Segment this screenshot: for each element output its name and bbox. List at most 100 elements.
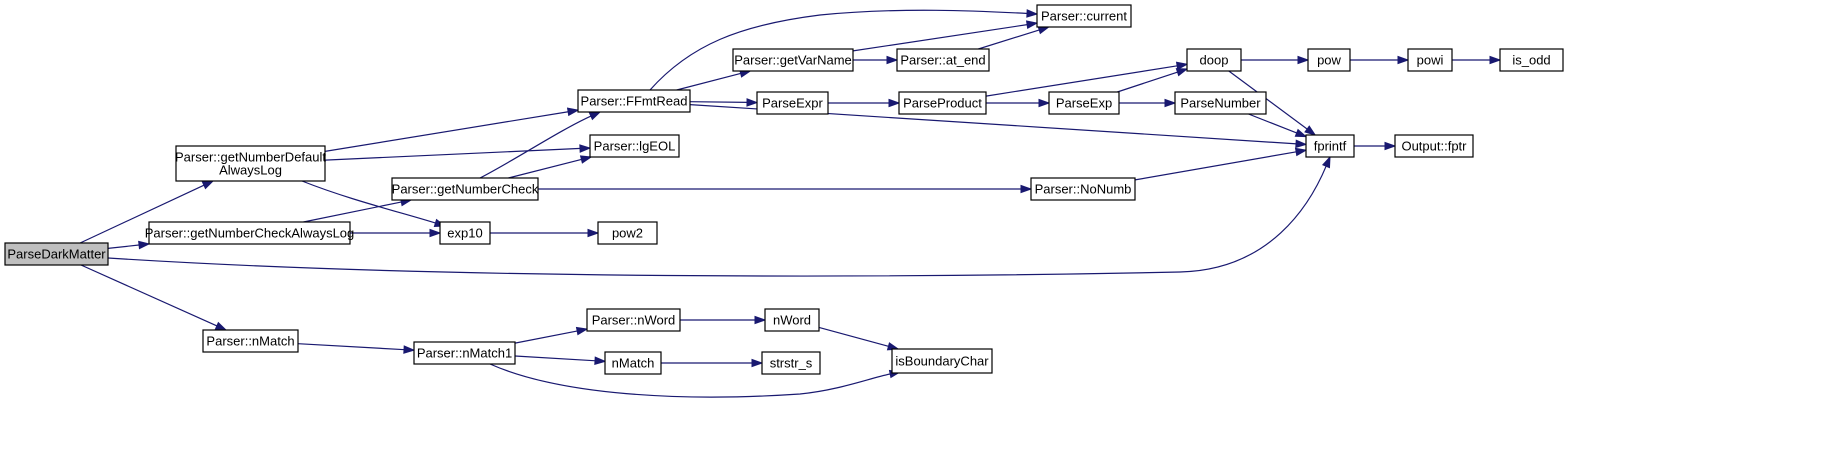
node-box[interactable] (1499, 48, 1564, 72)
node-pow2[interactable]: pow2 (597, 221, 658, 245)
call-edge-ParseNumber-to-fprintf (1248, 113, 1298, 134)
node-label: ParseExp (1056, 96, 1112, 111)
node-box[interactable] (764, 308, 820, 332)
node-box[interactable] (891, 348, 993, 374)
node-box[interactable] (1407, 48, 1453, 72)
edge-arrowhead (1020, 184, 1033, 194)
call-edge-getNumberDefaultAlwaysLog-to-FFmtRead (324, 111, 570, 152)
edge-arrowhead (886, 55, 899, 65)
node-box[interactable] (597, 221, 658, 245)
node-isBoundaryChar[interactable]: isBoundaryChar (891, 348, 993, 374)
node-box[interactable] (1048, 91, 1120, 115)
node-label: ParseNumber (1180, 96, 1261, 111)
call-edge-FFmtRead-to-current (649, 9, 1029, 91)
call-edge-getNumberCheck-to-lgEOL (508, 158, 583, 179)
node-nWordFn[interactable]: nWord (764, 308, 820, 332)
node-pow[interactable]: pow (1307, 48, 1351, 72)
node-box[interactable] (391, 177, 539, 201)
node-box[interactable] (1305, 134, 1355, 158)
node-box[interactable] (756, 91, 829, 115)
node-is_odd[interactable]: is_odd (1499, 48, 1564, 72)
call-edge-nMatch1-to-nMatchFn (514, 355, 597, 362)
node-doop[interactable]: doop (1186, 48, 1242, 72)
node-label: nMatch (612, 356, 655, 371)
node-box[interactable] (577, 89, 691, 113)
node-nMatch1[interactable]: Parser::nMatch1 (413, 341, 516, 365)
node-powi[interactable]: powi (1407, 48, 1453, 72)
edge-arrowhead (1297, 55, 1310, 65)
node-box[interactable] (1036, 4, 1132, 28)
call-edge-nMatch1-to-isBoundaryChar (489, 363, 892, 398)
edge-arrowhead (1489, 55, 1502, 65)
node-nMatch[interactable]: Parser::nMatch (202, 329, 299, 353)
edge-arrowhead (1026, 9, 1039, 18)
node-box[interactable] (761, 351, 821, 375)
node-label: Parser::nWord (592, 313, 676, 328)
call-edge-doop-to-fprintf (1228, 70, 1309, 131)
node-label: Parser::lgEOL (594, 139, 676, 154)
node-NoNumb[interactable]: Parser::NoNumb (1030, 177, 1136, 201)
node-box[interactable] (896, 48, 990, 72)
node-getNumberCheckAlwaysLog[interactable]: Parser::getNumberCheckAlwaysLog (145, 221, 355, 245)
node-box[interactable] (898, 91, 987, 115)
node-ParseExpr[interactable]: ParseExpr (756, 91, 829, 115)
node-getVarName[interactable]: Parser::getVarName (732, 48, 854, 72)
node-nMatchFn[interactable]: nMatch (604, 351, 662, 375)
node-box[interactable] (1030, 177, 1136, 201)
edge-arrowhead (594, 356, 607, 366)
edge-arrowhead (429, 228, 442, 238)
call-edge-getNumberDefaultAlwaysLog-to-exp10 (301, 180, 437, 224)
node-current[interactable]: Parser::current (1036, 4, 1132, 28)
node-label: AlwaysLog (219, 163, 282, 178)
node-label: Parser::NoNumb (1035, 182, 1132, 197)
node-getNumberCheck[interactable]: Parser::getNumberCheck (391, 177, 539, 201)
node-box[interactable] (1307, 48, 1351, 72)
edge-arrowhead (1164, 98, 1177, 108)
node-label: strstr_s (770, 356, 813, 371)
node-box[interactable] (175, 145, 326, 182)
node-exp10[interactable]: exp10 (439, 221, 491, 245)
node-box[interactable] (202, 329, 299, 353)
node-fprintf[interactable]: fprintf (1305, 134, 1355, 158)
edge-arrowhead (566, 107, 580, 117)
node-ParseDarkMatter[interactable]: ParseDarkMatter (4, 242, 109, 266)
node-ParseNumber[interactable]: ParseNumber (1174, 91, 1267, 115)
node-label: Parser::nMatch1 (417, 346, 512, 361)
edges-layer (79, 9, 1502, 398)
node-box[interactable] (586, 308, 681, 332)
node-FFmtRead[interactable]: Parser::FFmtRead (577, 89, 691, 113)
node-label: Parser::nMatch (206, 334, 294, 349)
edge-arrowhead (214, 321, 228, 331)
edge-arrowhead (754, 315, 767, 325)
node-box[interactable] (1174, 91, 1267, 115)
node-box[interactable] (1186, 48, 1242, 72)
edge-arrowhead (201, 180, 215, 190)
call-edge-getVarName-to-current (852, 23, 1029, 52)
call-edge-NoNumb-to-fprintf (1134, 151, 1298, 181)
call-edge-getNumberCheck-to-FFmtRead (479, 115, 593, 179)
node-box[interactable] (148, 221, 351, 245)
node-nWord[interactable]: Parser::nWord (586, 308, 681, 332)
node-box[interactable] (732, 48, 854, 72)
node-box[interactable] (589, 134, 680, 158)
node-label: exp10 (447, 226, 482, 241)
node-box[interactable] (1394, 134, 1474, 158)
node-at_end[interactable]: Parser::at_end (896, 48, 990, 72)
node-label: Parser::FFmtRead (581, 94, 688, 109)
node-lgEOL[interactable]: Parser::lgEOL (589, 134, 680, 158)
node-box[interactable] (4, 242, 109, 266)
node-ParseExp[interactable]: ParseExp (1048, 91, 1120, 115)
call-edge-ParseDarkMatter-to-getNumberDefaultAlwaysLog (79, 184, 206, 244)
node-label: Output::fptr (1401, 139, 1467, 154)
node-box[interactable] (439, 221, 491, 245)
call-edge-ParseExp-to-doop (1117, 71, 1179, 93)
node-fptr[interactable]: Output::fptr (1394, 134, 1474, 158)
node-strstr_s[interactable]: strstr_s (761, 351, 821, 375)
node-ParseProduct[interactable]: ParseProduct (898, 91, 987, 115)
edge-arrowhead (579, 155, 593, 164)
node-box[interactable] (604, 351, 662, 375)
node-box[interactable] (413, 341, 516, 365)
node-label: Parser::current (1041, 9, 1127, 24)
